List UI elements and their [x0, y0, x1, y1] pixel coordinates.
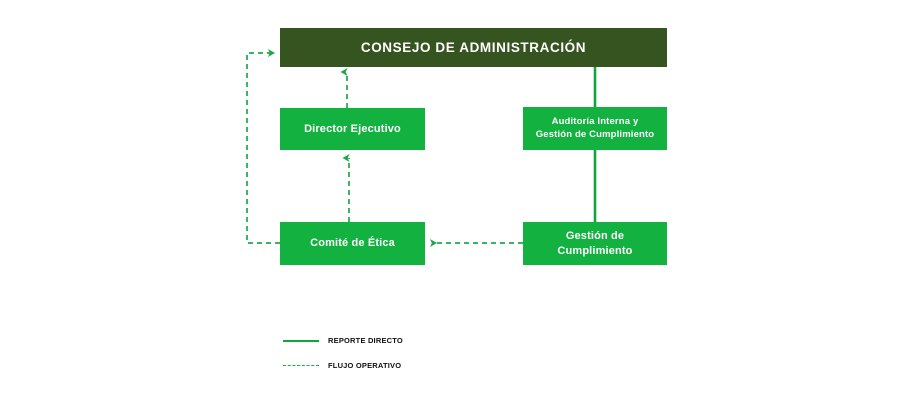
- node-auditoria-line2: Gestión de Cumplimiento: [535, 128, 655, 140]
- legend-item-reporte-directo: REPORTE DIRECTO: [283, 328, 403, 353]
- node-director-ejecutivo[interactable]: Director Ejecutivo: [280, 108, 425, 150]
- legend: REPORTE DIRECTO FLUJO OPERATIVO: [283, 328, 403, 378]
- legend-label-flujo-operativo: FLUJO OPERATIVO: [328, 361, 402, 370]
- node-consejo-label: CONSEJO DE ADMINISTRACIÓN: [360, 40, 587, 55]
- node-comite-label: Comité de Ética: [310, 237, 395, 250]
- node-director-label: Director Ejecutivo: [304, 122, 401, 135]
- node-gestion-de-cumplimiento[interactable]: Gestión de Cumplimiento: [523, 222, 667, 265]
- dashed-line-icon: [283, 365, 319, 366]
- solid-line-icon: [283, 339, 319, 342]
- node-auditoria-interna[interactable]: Auditoría Interna y Gestión de Cumplimie…: [523, 107, 667, 150]
- node-gestion-label: Gestión de Cumplimiento: [557, 229, 633, 257]
- legend-label-reporte-directo: REPORTE DIRECTO: [328, 336, 403, 345]
- connector-comite-consejo: [246, 49, 280, 244]
- node-auditoria-line1: Auditoría Interna y: [551, 115, 639, 127]
- node-comite-de-etica[interactable]: Comité de Ética: [280, 222, 425, 265]
- node-auditoria-label: Auditoría Interna y Gestión de Cumplimie…: [536, 116, 655, 142]
- legend-item-flujo-operativo: FLUJO OPERATIVO: [283, 353, 403, 378]
- node-consejo-de-administracion[interactable]: CONSEJO DE ADMINISTRACIÓN: [280, 28, 667, 67]
